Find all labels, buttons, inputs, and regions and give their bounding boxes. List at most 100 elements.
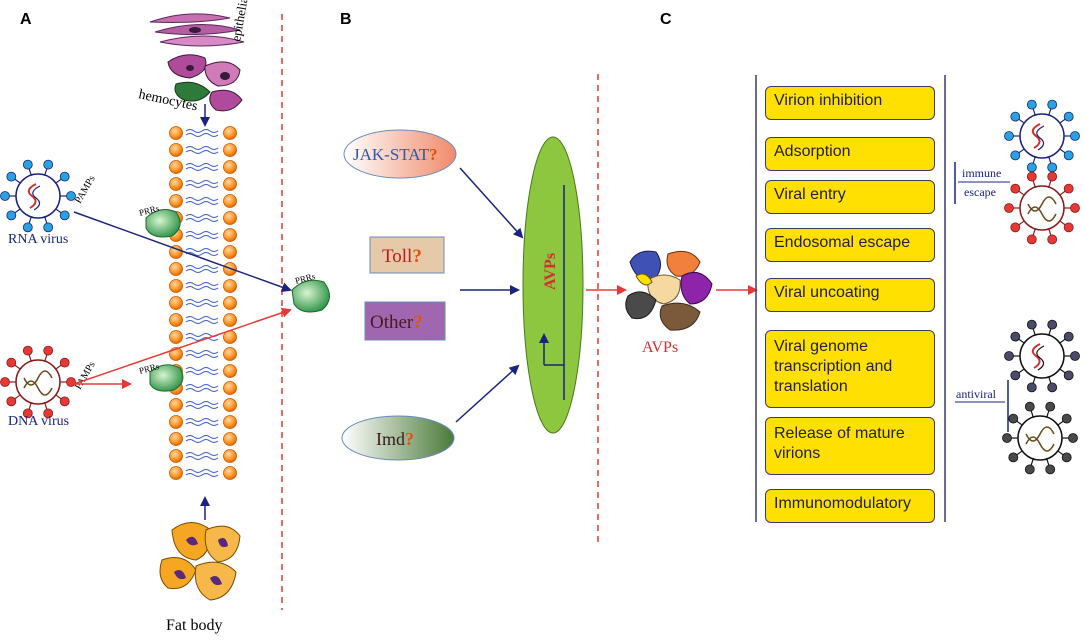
arrow-dna-to-prrs xyxy=(73,307,292,385)
membrane-lipid-tail xyxy=(185,303,219,307)
membrane-lipid-tail xyxy=(185,197,219,201)
membrane-lipid-tail xyxy=(185,452,219,456)
virus-spike-head xyxy=(1063,111,1074,122)
membrane-lipid-tail xyxy=(185,214,219,218)
membrane-bead-right xyxy=(223,245,237,259)
membrane-lipid-tail xyxy=(185,435,219,439)
membrane-lipid-tail xyxy=(185,248,219,252)
label-avps-gene: AVPs xyxy=(542,253,559,290)
avp-gene-ellipse xyxy=(522,136,584,434)
virus-spike-head xyxy=(0,377,10,387)
virus-spike-head xyxy=(1008,452,1019,463)
membrane-lipid-tail xyxy=(185,350,219,354)
fat-body-cells xyxy=(159,522,241,601)
virus-capsid xyxy=(1017,415,1063,461)
virus-spike-head xyxy=(1026,162,1037,173)
membrane-bead-right xyxy=(223,432,237,446)
membrane-lipid-tail xyxy=(185,133,219,137)
virus-spike-head xyxy=(1063,370,1074,381)
membrane-lipid-tail xyxy=(185,180,219,184)
function-adsorption: Adsorption xyxy=(765,137,935,171)
membrane-bead-right xyxy=(223,143,237,157)
rna-virus-icon xyxy=(0,159,76,233)
virus-spike-head xyxy=(1063,331,1074,342)
membrane-lipid-tail xyxy=(185,367,219,371)
membrane-bead-left xyxy=(169,415,183,429)
label-antiviral: antiviral xyxy=(956,387,997,401)
function-immunomodulatory: Immunomodulatory xyxy=(765,489,935,523)
prr-receptor-lower xyxy=(149,364,184,392)
virus-spike-head xyxy=(1047,234,1058,245)
membrane-bead-left xyxy=(169,330,183,344)
virus-spike-head xyxy=(43,408,54,419)
membrane-bead-right xyxy=(223,364,237,378)
label-escape: escape xyxy=(964,185,996,199)
membrane-lipid-tail xyxy=(185,388,219,392)
pathway-jak-stat xyxy=(343,129,457,179)
virus-spike-head xyxy=(1063,150,1074,161)
antiviral-dna-virus-icon xyxy=(1002,401,1078,475)
virus-spike-head xyxy=(1063,222,1074,233)
membrane-bead-left xyxy=(169,177,183,191)
virus-spike-head xyxy=(6,357,17,368)
arrow-imd-to-avps xyxy=(455,364,520,423)
virus-spike-head xyxy=(1026,171,1037,182)
virus-spike-head xyxy=(66,377,76,387)
virus-genome xyxy=(1031,343,1041,369)
virus-spike-head xyxy=(1026,319,1037,330)
pathway-other xyxy=(364,301,446,341)
panel-letter-c: C xyxy=(660,11,672,28)
virus-spike-head xyxy=(1024,464,1035,475)
membrane-lipid-tail xyxy=(185,282,219,286)
virus-spike-head xyxy=(22,408,33,419)
membrane-lipid-tail xyxy=(185,354,219,358)
membrane-bead-right xyxy=(223,415,237,429)
membrane-bead-left xyxy=(169,245,183,259)
virus-spike-head xyxy=(1047,319,1058,330)
label-pamps-dna: PAMPs xyxy=(73,360,98,392)
virus-spike-head xyxy=(1026,234,1037,245)
label-fat-body: Fat body xyxy=(166,617,222,634)
membrane-lipid-tail xyxy=(185,167,219,171)
virus-spike-head xyxy=(59,171,70,182)
membrane-bead-right xyxy=(223,177,237,191)
virus-genome xyxy=(23,380,53,396)
label-avps-protein: AVPs xyxy=(642,339,678,356)
membrane-lipid-tail xyxy=(185,384,219,388)
membrane-bead-left xyxy=(169,126,183,140)
pathway-imd xyxy=(341,415,455,461)
label-imd: Imd? xyxy=(376,429,414,449)
virus-spike-head xyxy=(1047,171,1058,182)
membrane-lipid-tail xyxy=(185,371,219,375)
membrane-bead-left xyxy=(169,279,183,293)
membrane-bead-right xyxy=(223,466,237,480)
membrane-bead-left xyxy=(169,313,183,327)
virus-genome xyxy=(1031,123,1041,149)
membrane-lipid-tail xyxy=(185,401,219,405)
virus-spike-head xyxy=(43,159,54,170)
membrane-lipid-tail xyxy=(185,473,219,477)
virus-capsid xyxy=(15,359,61,405)
membrane-lipid-tail xyxy=(185,316,219,320)
label-epithelia: epithelia xyxy=(228,0,251,43)
panel-letter-a: A xyxy=(20,11,32,28)
membrane-lipid-tail xyxy=(185,201,219,205)
virus-spike-head xyxy=(1010,150,1021,161)
virus-capsid xyxy=(15,173,61,219)
membrane-lipid-tail xyxy=(185,269,219,273)
dna-virus-icon xyxy=(0,345,76,419)
membrane-lipid-tail xyxy=(185,129,219,133)
membrane-lipid-tail xyxy=(185,469,219,473)
virus-spike-head xyxy=(1068,433,1078,443)
membrane-lipid-tail xyxy=(185,320,219,324)
virus-spike-head xyxy=(1047,162,1058,173)
virus-spike-head xyxy=(1004,203,1014,213)
virus-spike-head xyxy=(1026,99,1037,110)
membrane-bead-right xyxy=(223,449,237,463)
membrane-bead-right xyxy=(223,228,237,242)
membrane-bead-right xyxy=(223,313,237,327)
prr-receptor-upper xyxy=(145,209,181,238)
virus-spike-head xyxy=(1010,370,1021,381)
membrane-lipid-tail xyxy=(185,184,219,188)
virus-spike-head xyxy=(1045,401,1056,412)
